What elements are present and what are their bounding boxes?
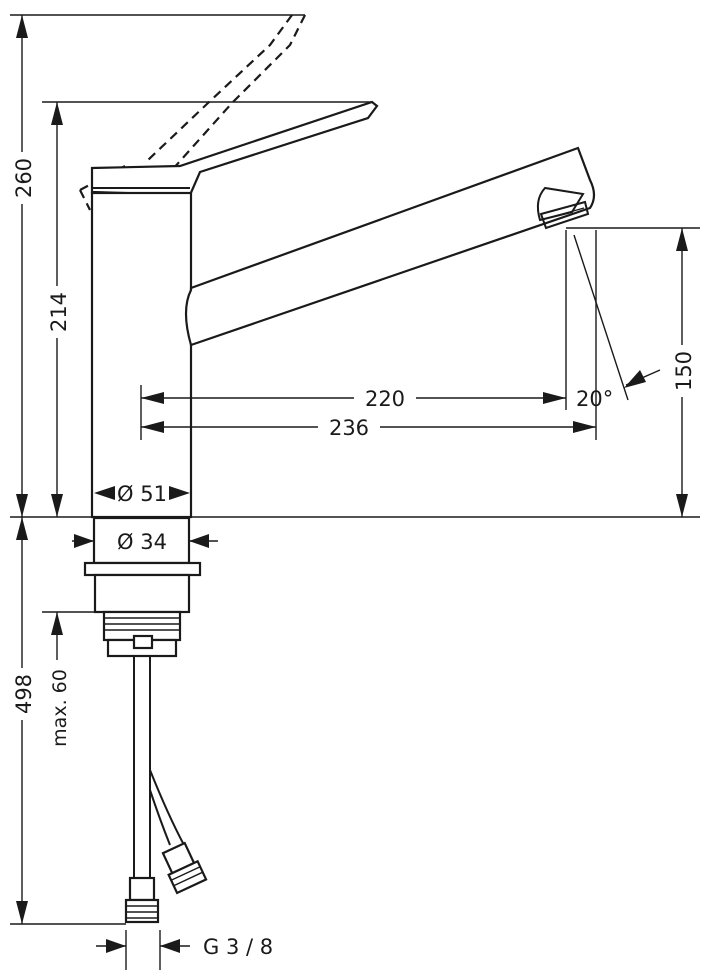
mounting-assembly	[83, 516, 208, 924]
label-214: 214	[47, 292, 71, 332]
aerator	[536, 186, 590, 230]
label-angle: 20°	[576, 387, 613, 411]
label-diameter-51: Ø 51	[117, 482, 167, 506]
faucet-column	[90, 191, 193, 519]
mounting-plate	[83, 561, 202, 577]
lever-handle	[90, 100, 379, 197]
label-connection: G 3 / 8	[203, 935, 273, 959]
spout	[184, 146, 596, 347]
dimension-labels: 260 214 150 220 236 20° Ø 51 Ø 34 498 ma…	[12, 158, 696, 959]
label-236: 236	[329, 416, 369, 440]
handle-open-position-dashed	[79, 14, 306, 211]
mounting-nut	[93, 573, 191, 614]
label-498: 498	[12, 674, 36, 714]
label-diameter-34: Ø 34	[117, 530, 167, 554]
label-260: 260	[12, 158, 36, 198]
label-max-60: max. 60	[49, 669, 71, 747]
faucet-body	[90, 100, 596, 519]
extension-lines	[10, 14, 700, 970]
label-masks	[12, 152, 694, 720]
supply-hoses	[124, 656, 208, 924]
label-150: 150	[672, 351, 696, 391]
label-220: 220	[365, 387, 405, 411]
